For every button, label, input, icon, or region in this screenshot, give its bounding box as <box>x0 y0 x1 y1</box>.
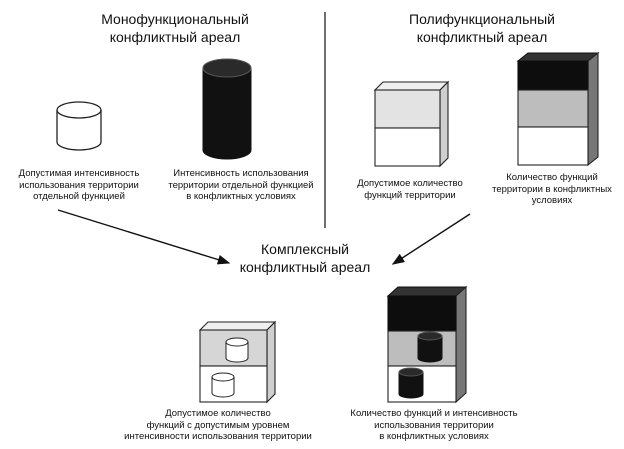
three-tier-cube <box>516 51 600 167</box>
arrow-left <box>57 209 231 265</box>
caption-complex-left: Допустимое количество функций с допустим… <box>124 408 312 443</box>
heading-mono: Монофункциональный конфликтный ареал <box>101 11 249 46</box>
caption-poly-three: Количество функций территории в конфликт… <box>492 172 612 207</box>
caption-complex-right: Количество функций и интенсивность испол… <box>350 408 518 443</box>
complex-right-cube <box>386 285 468 404</box>
complex-left-cube <box>198 320 277 404</box>
heading-poly: Полифункциональный конфликтный ареал <box>409 11 555 46</box>
caption-poly-two: Допустимое количество функций территории <box>357 178 463 201</box>
caption-mono-black: Интенсивность использования территории о… <box>168 168 314 203</box>
caption-mono-white: Допустимая интенсивность использования т… <box>18 168 140 203</box>
black-cylinder <box>202 58 252 160</box>
arrow-right <box>391 213 471 265</box>
two-tier-cube <box>373 80 450 168</box>
white-cylinder <box>56 101 102 151</box>
heading-complex: Комплексный конфликтный ареал <box>239 241 371 276</box>
